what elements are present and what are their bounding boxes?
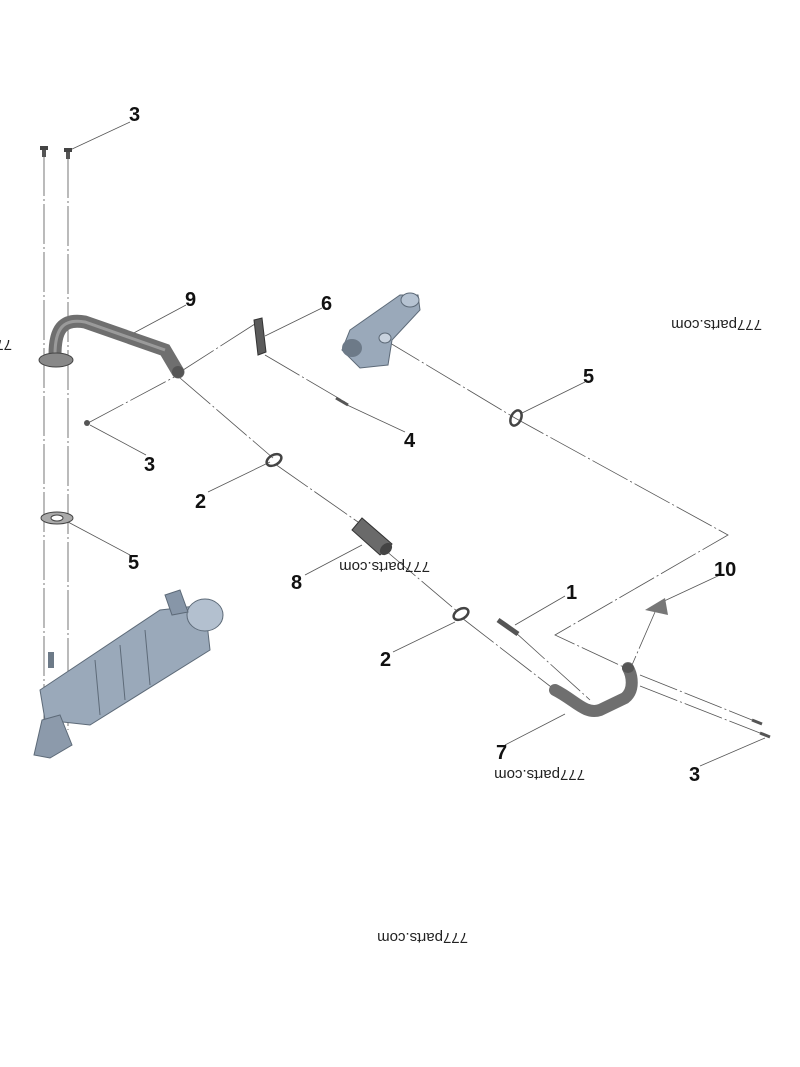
assembly-lines (43, 156, 766, 736)
callouts: 3 9 6 5 4 3 2 5 8 1 10 2 7 3 (128, 104, 736, 786)
watermark: 777parts.com (671, 316, 762, 333)
watermark: 777parts.com (0, 336, 12, 353)
sleeve-8 (351, 517, 393, 556)
callout-5: 5 (128, 552, 139, 574)
callout-1: 1 (566, 582, 577, 604)
bolt-3-right (751, 718, 771, 739)
triangle-ref-10 (645, 598, 668, 615)
bolt-3-top (40, 146, 72, 159)
callout-4: 4 (404, 430, 416, 452)
sensor-1 (496, 617, 520, 637)
watermark: 777parts.com (494, 766, 585, 783)
callout-2: 2 (380, 649, 391, 671)
watermark: 777parts.com (339, 558, 430, 575)
leader-lines (67, 121, 766, 767)
clamp-2 (265, 452, 470, 622)
callout-6: 6 (321, 293, 332, 315)
watermarks: 777parts.com 777parts.com 777parts.com 7… (0, 316, 762, 946)
egr-cooler (33, 589, 224, 759)
bolt-4 (335, 396, 349, 407)
watermark: 777parts.com (377, 929, 468, 946)
callout-3: 3 (689, 764, 700, 786)
valve-housing (341, 292, 421, 369)
callout-8: 8 (291, 572, 302, 594)
seal-ring-5 (509, 409, 523, 427)
pipe-7 (549, 662, 638, 717)
callout-3: 3 (144, 454, 155, 476)
bolt-3-mid (84, 420, 90, 426)
callout-2: 2 (195, 491, 206, 513)
callout-3: 3 (129, 104, 140, 126)
pipe-9 (38, 314, 185, 379)
part-6-block (253, 317, 267, 356)
callout-10: 10 (714, 559, 736, 581)
gasket-5 (40, 511, 74, 525)
callout-9: 9 (185, 289, 196, 311)
callout-5: 5 (583, 366, 594, 388)
callout-7: 7 (496, 742, 507, 764)
